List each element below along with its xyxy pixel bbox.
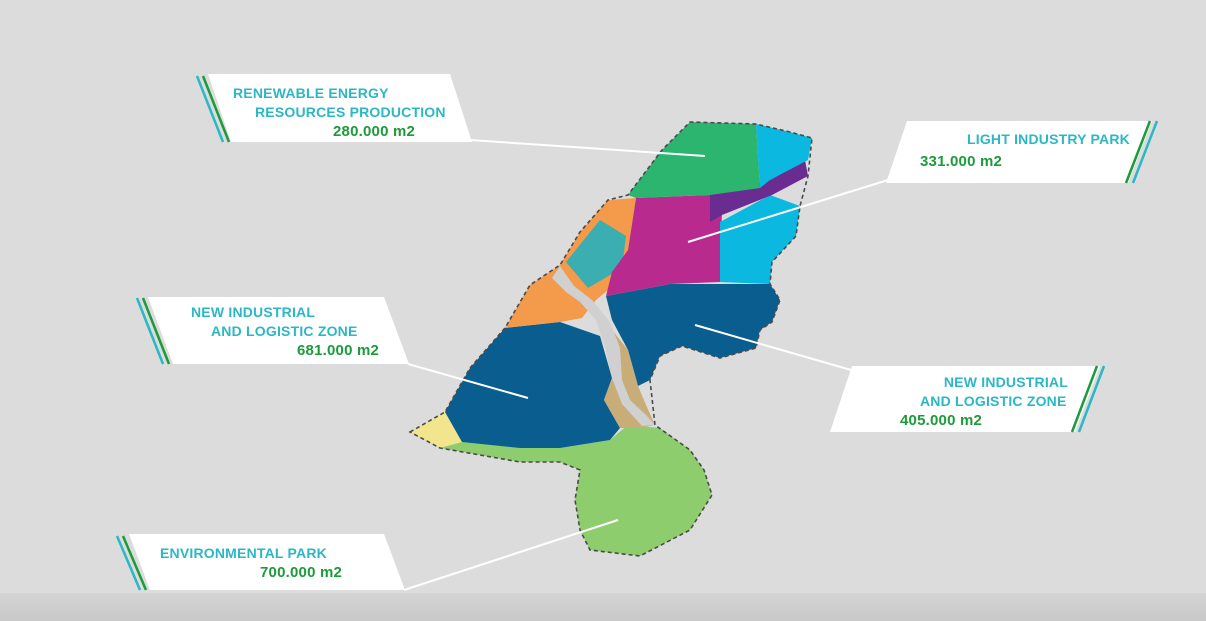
label-card-renewable [195, 74, 472, 143]
zone-industrial-west[interactable] [445, 322, 620, 448]
label-renewable-area: 280.000 m2 [333, 123, 416, 140]
label-industrial-west-line-1: NEW INDUSTRIAL [191, 304, 316, 320]
leader-renewable [469, 139, 706, 157]
label-renewable: RENEWABLE ENERGY RESOURCES PRODUCTION 28… [233, 84, 463, 141]
label-card-environmental [115, 534, 405, 591]
zone-purple[interactable] [710, 160, 808, 222]
zone-light-industry-park[interactable] [606, 195, 722, 296]
label-industrial-west-area: 681.000 m2 [297, 342, 380, 359]
site-boundary [408, 121, 813, 557]
label-card-light-industry [886, 120, 1159, 184]
label-light-industry: LIGHT INDUSTRY PARK 331.000 m2 [920, 130, 1130, 171]
leader-environmental [403, 519, 619, 591]
road [552, 266, 655, 426]
label-renewable-line-2: RESOURCES PRODUCTION [255, 104, 446, 120]
label-light-industry-line-1: LIGHT INDUSTRY PARK [967, 131, 1130, 147]
label-industrial-east: NEW INDUSTRIAL AND LOGISTIC ZONE 405.000… [900, 373, 1080, 430]
zone-environmental-park[interactable] [410, 425, 712, 556]
zone-teal[interactable] [566, 220, 626, 288]
label-card-industrial-west [135, 297, 409, 365]
leader-industrial-west [407, 363, 529, 399]
leader-lines [403, 139, 889, 591]
zone-cyan-right[interactable] [720, 195, 800, 284]
map-zones [408, 121, 813, 557]
label-environmental-area: 700.000 m2 [260, 564, 343, 581]
leader-industrial-east [694, 324, 859, 373]
zone-industrial-east[interactable] [606, 284, 780, 386]
zone-renewable-energy[interactable] [628, 122, 760, 198]
label-light-industry-area: 331.000 m2 [920, 153, 1003, 170]
label-card-industrial-east [830, 365, 1106, 433]
label-industrial-west: NEW INDUSTRIAL AND LOGISTIC ZONE 681.000… [191, 303, 401, 360]
label-industrial-east-line-1: NEW INDUSTRIAL [943, 374, 1068, 390]
label-industrial-east-area: 405.000 m2 [900, 412, 983, 429]
label-industrial-west-line-2: AND LOGISTIC ZONE [211, 323, 358, 339]
label-renewable-line-1: RENEWABLE ENERGY [233, 85, 389, 101]
zone-cyan-top[interactable] [756, 124, 812, 188]
label-industrial-east-line-2: AND LOGISTIC ZONE [920, 393, 1067, 409]
zone-yellow[interactable] [410, 412, 462, 448]
leader-light-industry [687, 179, 889, 243]
label-environmental: ENVIRONMENTAL PARK 700.000 m2 [160, 544, 380, 582]
label-environmental-line-1: ENVIRONMENTAL PARK [160, 545, 327, 561]
bottom-strip [0, 593, 1206, 621]
